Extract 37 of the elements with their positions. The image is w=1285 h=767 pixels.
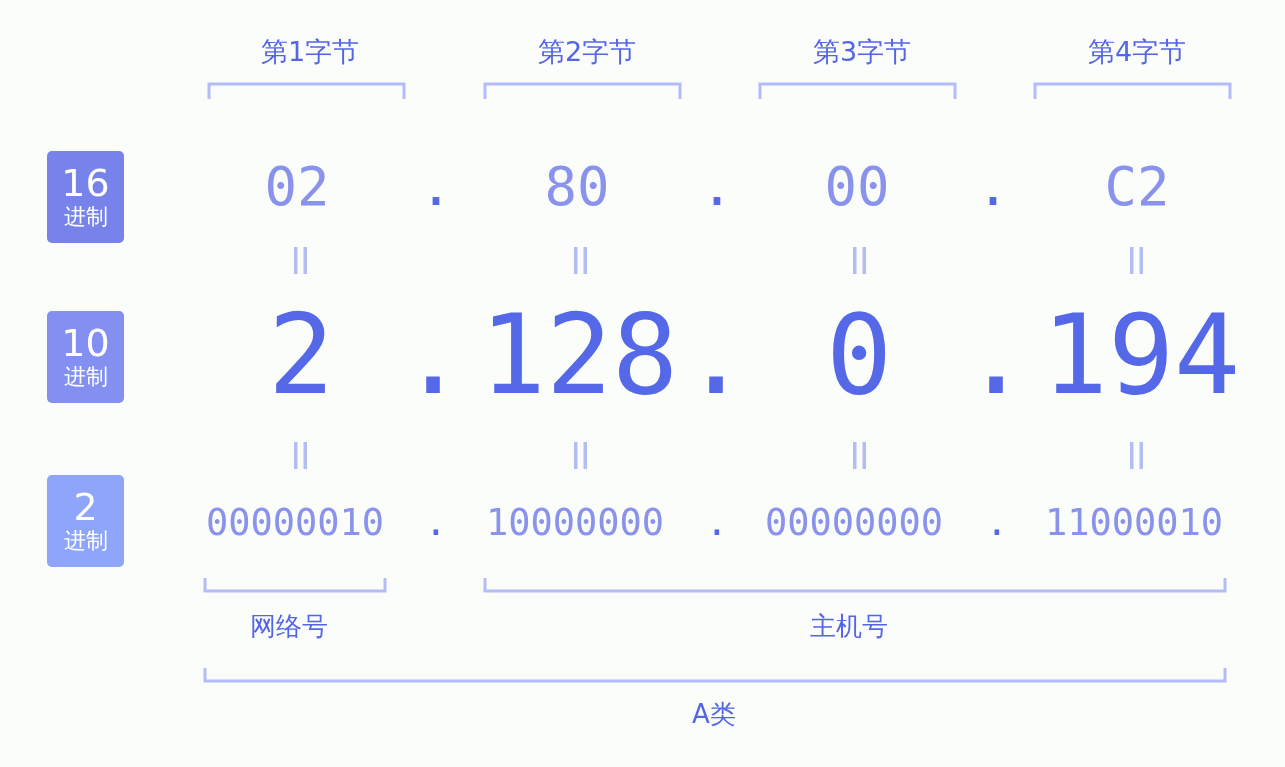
separator-dot: . (985, 503, 1009, 541)
decimal-value: 194 (1041, 300, 1241, 410)
base-badge (47, 151, 124, 243)
byte-heading: 第2字节 (537, 37, 637, 65)
binary-value: 11000010 (1044, 503, 1224, 541)
hex-value: 00 (824, 160, 890, 214)
byte-heading: 第4字节 (1087, 37, 1187, 65)
decimal-value: 128 (479, 300, 679, 410)
base-badge (47, 475, 124, 567)
base-number: 10 (61, 324, 110, 362)
separator-dot: . (399, 300, 467, 410)
separator-dot: . (424, 503, 448, 541)
base-caption: 进制 (63, 206, 108, 228)
base-caption: 进制 (63, 366, 108, 388)
hex-value: C2 (1104, 160, 1170, 214)
binary-value: 00000000 (764, 503, 944, 541)
separator-dot: . (419, 160, 453, 214)
part-label: 主机号 (810, 613, 888, 639)
byte-heading: 第3字节 (812, 37, 912, 65)
separator-dot: . (700, 160, 734, 214)
binary-value: 10000000 (485, 503, 665, 541)
decimal-value: 0 (825, 300, 893, 410)
base-number: 16 (61, 164, 110, 202)
base-number: 2 (73, 488, 98, 526)
part-label: A类 (692, 701, 736, 727)
base-caption: 进制 (63, 530, 108, 552)
separator-dot: . (962, 300, 1030, 410)
decimal-value: 2 (267, 300, 335, 410)
hex-value: 02 (264, 160, 330, 214)
separator-dot: . (705, 503, 729, 541)
separator-dot: . (682, 300, 750, 410)
base-badge (47, 311, 124, 403)
hex-value: 80 (544, 160, 610, 214)
part-label: 网络号 (250, 613, 328, 639)
binary-value: 00000010 (205, 503, 385, 541)
separator-dot: . (976, 160, 1010, 214)
byte-heading: 第1字节 (260, 37, 360, 65)
